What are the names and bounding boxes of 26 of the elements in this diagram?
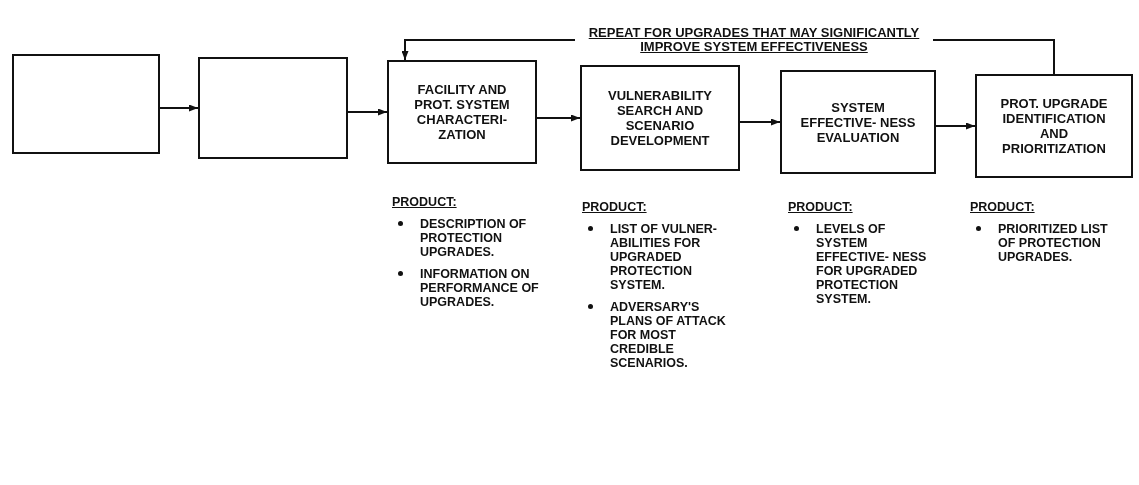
process-box [975, 74, 1133, 178]
product-heading: PRODUCT: [970, 200, 1035, 214]
arrow [536, 114, 581, 122]
empty-box [198, 57, 348, 159]
process-box [580, 65, 740, 171]
bullet-text: PRIORITIZED LIST OF PROTECTION UPGRADES. [998, 222, 1109, 264]
product-heading: PRODUCT: [582, 200, 647, 214]
product-heading: PRODUCT: [788, 200, 853, 214]
bullet-text: DESCRIPTION OF PROTECTION UPGRADES. [420, 217, 528, 259]
arrow [935, 122, 976, 130]
bullet-text: INFORMATION ON PERFORMANCE OF UPGRADES. [420, 267, 540, 309]
arrow [739, 118, 781, 126]
process-box [780, 70, 936, 174]
box-label: FACILITY AND PROT. SYSTEM CHARACTERI- ZATION [413, 82, 511, 142]
box-label: VULNERABILITY SEARCH AND SCENARIO DEVELOPMENT [607, 88, 713, 148]
bullet-text: ADVERSARY'S PLANS OF ATTACK FOR MOST CREDIBLE SCENARIOS. [610, 300, 727, 370]
box-label: SYSTEM EFFECTIVE- NESS EVALUATION [799, 99, 917, 145]
process-box [387, 60, 537, 164]
arrow [159, 104, 199, 112]
box-label: PROT. UPGRADE IDENTIFICATION AND PRIORITIZATION [999, 96, 1109, 156]
product-heading: PRODUCT: [392, 195, 457, 209]
bullet-text: LEVELS OF SYSTEM EFFECTIVE- NESS FOR UPGRADED PROTECTION SYSTEM. [816, 222, 928, 306]
edge-label: REPEAT FOR UPGRADES THAT MAY SIGNIFICANTLY IMPROVE SYSTEM EFFECTIVENESS [575, 26, 933, 54]
arrow [347, 108, 388, 116]
bullet-text: LIST OF VULNER- ABILITIES FOR UPGRADED PROTECTION SYSTEM. [610, 222, 718, 292]
empty-box [12, 54, 160, 154]
